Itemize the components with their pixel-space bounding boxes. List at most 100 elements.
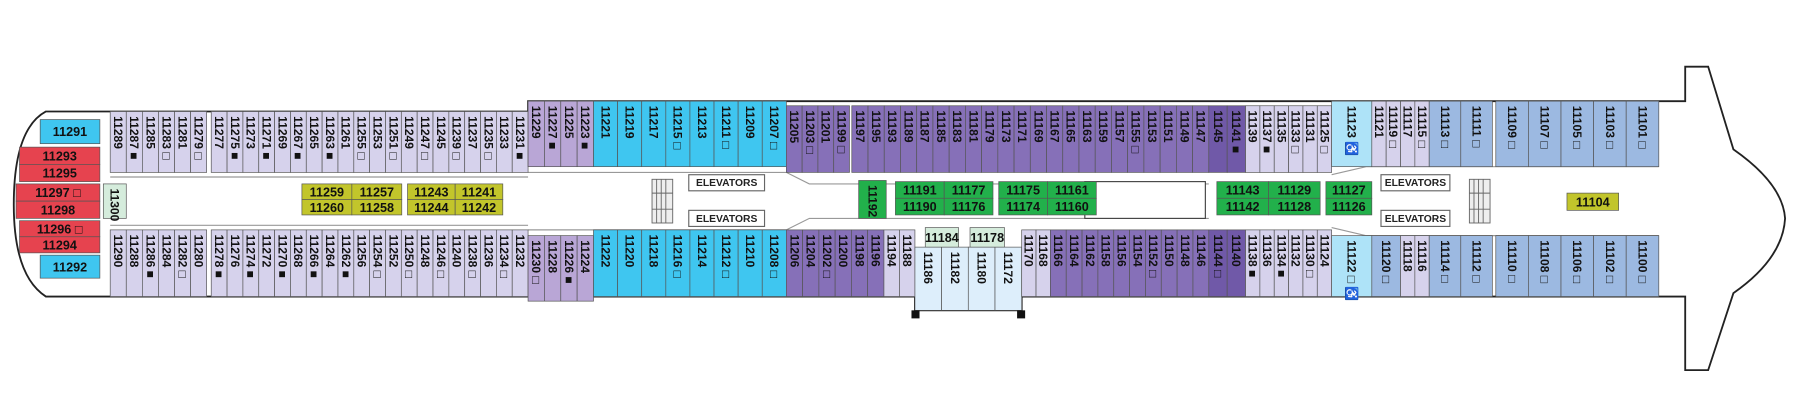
cabin-11179[interactable]: 11179 (981, 105, 999, 173)
cabin-11161[interactable]: 11161 (1047, 181, 1097, 199)
cabin-11130[interactable]: 11130 □ (1302, 229, 1318, 297)
cabin-11228[interactable]: 11228 (544, 235, 562, 302)
cabin-11200[interactable]: 11200 (834, 229, 852, 297)
cabin-11242[interactable]: 11242 (454, 199, 504, 216)
elevators-aft-bottom[interactable]: ELEVATORS (688, 209, 766, 228)
cabin-11143[interactable]: 11143 (1216, 181, 1269, 199)
cabin-11254[interactable]: 11254 □ (369, 229, 386, 297)
cabin-11131[interactable]: 11131 (1302, 105, 1318, 173)
cabin-11116[interactable]: 11116 (1414, 235, 1430, 297)
cabin-11101[interactable]: 11101 □ (1625, 100, 1660, 168)
cabin-11259[interactable]: 11259 (301, 183, 353, 200)
cabin-11244[interactable]: 11244 (407, 199, 456, 216)
cabin-11196[interactable]: 11196 (867, 229, 885, 297)
cabin-11141[interactable]: 11141 ■ (1226, 105, 1246, 173)
cabin-11184[interactable]: 11184 (924, 227, 959, 248)
cabin-11233[interactable]: 11233 (496, 111, 513, 173)
cabin-11281[interactable]: 11281 (174, 111, 191, 173)
cabin-11263[interactable]: 11263 ■ (321, 111, 339, 173)
cabin-11217[interactable]: 11217 (641, 100, 667, 168)
cabin-11248[interactable]: 11248 (416, 229, 434, 297)
cabin-11199[interactable]: 11199 □ (833, 105, 850, 173)
cabin-11237[interactable]: 11237 (464, 111, 481, 173)
cabin-11238[interactable]: 11238 □ (464, 229, 481, 297)
cabin-11166[interactable]: 11166 (1050, 229, 1067, 297)
cabin-11258[interactable]: 11258 (351, 199, 403, 216)
cabin-11224[interactable]: 11224 (576, 235, 594, 302)
cabin-11157[interactable]: 11157 (1111, 105, 1129, 173)
cabin-11214[interactable]: 11214 (689, 229, 715, 297)
cabin-11167[interactable]: 11167 (1046, 105, 1064, 173)
cabin-11203[interactable]: 11203 □ (801, 105, 819, 173)
cabin-11125[interactable]: 11125 □ (1316, 105, 1332, 173)
cabin-11106[interactable]: 11106 □ (1560, 235, 1594, 297)
cabin-11250[interactable]: 11250 □ (400, 229, 418, 297)
cabin-11164[interactable]: 11164 (1065, 229, 1083, 297)
cabin-11147[interactable]: 11147 (1192, 105, 1210, 173)
cabin-11192[interactable]: 11192 (858, 180, 887, 219)
cabin-11137[interactable]: 11137 ■ (1259, 105, 1275, 173)
cabin-11278[interactable]: 11278 ■ (210, 229, 228, 297)
cabin-11269[interactable]: 11269 (274, 111, 291, 173)
cabin-11215[interactable]: 11215 □ (665, 100, 691, 168)
cabin-11132[interactable]: 11132 (1288, 229, 1304, 297)
cabin-11168[interactable]: 11168 (1035, 229, 1051, 297)
cabin-11188[interactable]: 11188 (899, 229, 916, 297)
cabin-11252[interactable]: 11252 (385, 229, 402, 297)
cabin-11107[interactable]: 11107 □ (1528, 100, 1562, 168)
cabin-11197[interactable]: 11197 (851, 105, 869, 173)
cabin-11300[interactable]: 11300 (102, 183, 127, 222)
cabin-11264[interactable]: 11264 (321, 229, 339, 297)
cabin-11246[interactable]: 11246 □ (432, 229, 450, 297)
cabin-11114[interactable]: 11114 □ (1428, 235, 1462, 297)
cabin-11124[interactable]: 11124 (1316, 229, 1332, 297)
cabin-11183[interactable]: 11183 (948, 105, 966, 173)
cabin-11282[interactable]: 11282 □ (174, 229, 191, 297)
cabin-11176[interactable]: 11176 (943, 197, 994, 216)
cabin-11111[interactable]: 11111 □ (1460, 100, 1493, 168)
cabin-11283[interactable]: 11283 □ (158, 111, 175, 173)
cabin-11273[interactable]: 11273 (242, 111, 260, 173)
cabin-11279[interactable]: 11279 □ (190, 111, 207, 173)
cabin-11239[interactable]: 11239 □ (448, 111, 466, 173)
cabin-11186[interactable]: 11186 (914, 246, 942, 311)
cabin-11243[interactable]: 11243 (407, 183, 456, 200)
cabin-11284[interactable]: 11284 (158, 229, 175, 297)
cabin-11170[interactable]: 11170 (1021, 229, 1037, 297)
cabin-11177[interactable]: 11177 (943, 181, 994, 199)
cabin-11139[interactable]: 11139 (1245, 105, 1261, 173)
cabin-11195[interactable]: 11195 (867, 105, 885, 173)
cabin-11165[interactable]: 11165 (1062, 105, 1080, 173)
cabin-11288[interactable]: 11288 (125, 229, 143, 297)
elevators-fwd-bottom[interactable]: ELEVATORS (1380, 209, 1451, 228)
cabin-11162[interactable]: 11162 (1081, 229, 1099, 297)
cabin-11119[interactable]: 11119 □ (1385, 100, 1401, 168)
cabin-11113[interactable]: 11113 □ (1428, 100, 1462, 168)
cabin-11295[interactable]: 11295 (19, 164, 101, 182)
cabin-11145[interactable]: 11145 (1208, 105, 1228, 173)
cabin-11285[interactable]: 11285 (142, 111, 159, 173)
cabin-11201[interactable]: 11201 (817, 105, 835, 173)
cabin-11182[interactable]: 11182 (941, 246, 969, 311)
cabin-11133[interactable]: 11133 □ (1288, 105, 1304, 173)
cabin-11117[interactable]: 11117 (1400, 100, 1416, 168)
cabin-11255[interactable]: 11255 □ (353, 111, 370, 173)
cabin-11256[interactable]: 11256 (353, 229, 370, 297)
cabin-11241[interactable]: 11241 (454, 183, 504, 200)
cabin-11265[interactable]: 11265 (305, 111, 323, 173)
cabin-11163[interactable]: 11163 (1078, 105, 1096, 173)
cabin-11181[interactable]: 11181 (965, 105, 982, 173)
cabin-11212[interactable]: 11212 □ (713, 229, 739, 297)
cabin-11209[interactable]: 11209 (737, 100, 763, 168)
cabin-11127[interactable]: 11127 (1325, 181, 1373, 199)
cabin-11267[interactable]: 11267 ■ (290, 111, 307, 173)
cabin-11144[interactable]: 11144 □ (1208, 229, 1228, 297)
cabin-11293[interactable]: 11293 (19, 146, 101, 165)
cabin-11227[interactable]: 11227 ■ (544, 100, 562, 168)
cabin-11198[interactable]: 11198 (851, 229, 869, 297)
cabin-11202[interactable]: 11202 □ (818, 229, 836, 297)
cabin-11159[interactable]: 11159 (1094, 105, 1112, 173)
cabin-11108[interactable]: 11108 □ (1528, 235, 1562, 297)
cabin-11180[interactable]: 11180 (967, 246, 996, 311)
cabin-11173[interactable]: 11173 (997, 105, 1015, 173)
